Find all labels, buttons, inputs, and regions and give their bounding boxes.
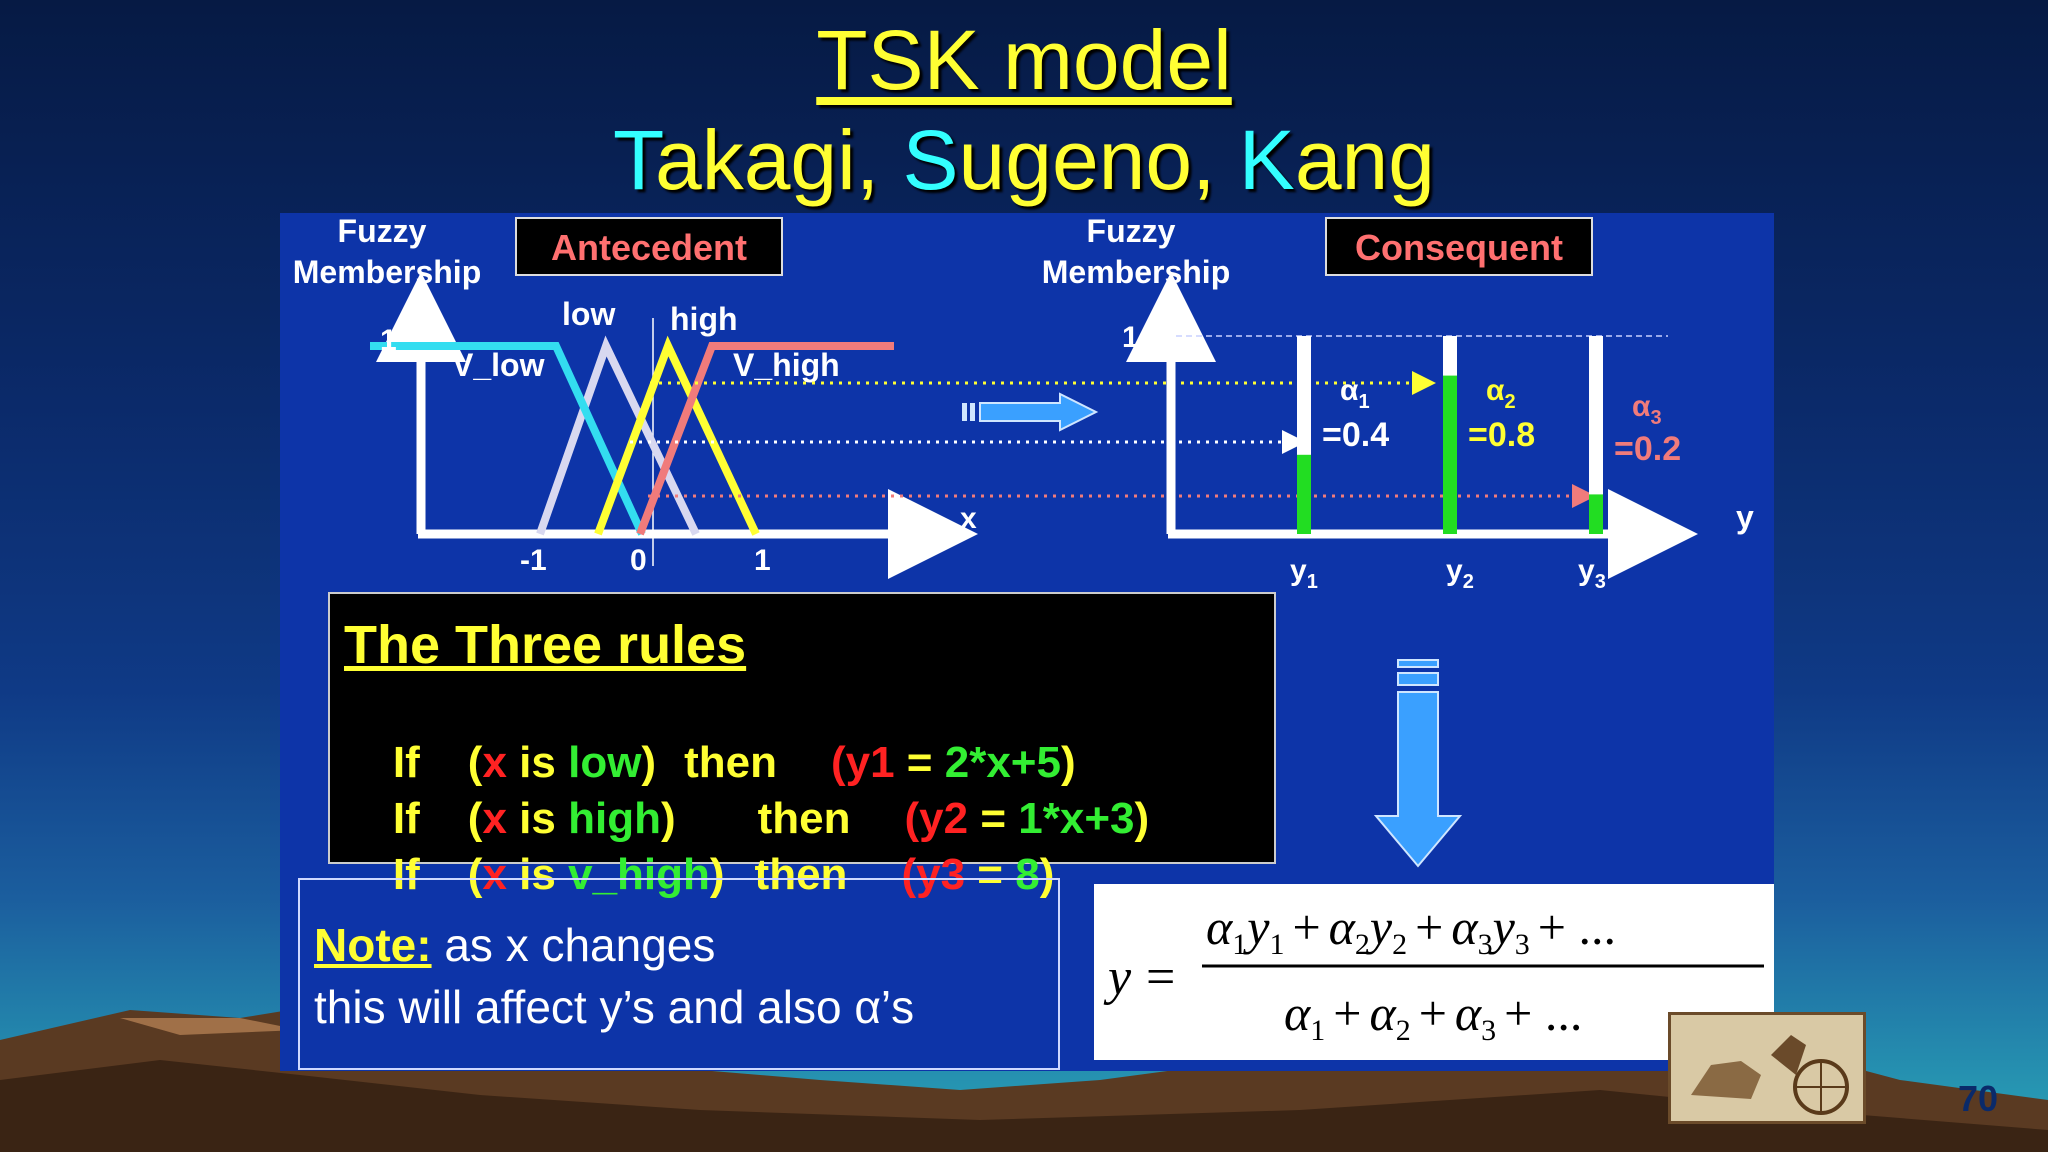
formula-box: y = α1y1+α2y2+α3y3+ ... α1+α2+α3+ ... — [1094, 884, 1774, 1060]
tsk-output-formula: y = α1y1+α2y2+α3y3+ ... α1+α2+α3+ ... — [1103, 899, 1764, 1047]
output-bar-1 — [1297, 454, 1311, 534]
transfer-arrow-right — [962, 392, 1099, 432]
consequent-y-label: y — [1736, 499, 1754, 535]
slide-title: TSK model — [816, 13, 1232, 107]
label-v-low: V_low — [452, 347, 545, 383]
y2-label: y2 — [1446, 554, 1474, 593]
rules-box: The Three rules If(x is low)then(y1 = 2*… — [328, 592, 1276, 899]
subtitle-kang: ang — [1294, 113, 1435, 207]
y3-label: y3 — [1578, 554, 1606, 593]
antecedent-x-label: x — [960, 502, 977, 535]
formula-numerator: α1y1+α2y2+α3y3+ ... — [1206, 899, 1616, 961]
alpha-3-value: =0.2 — [1614, 430, 1681, 468]
x-tick-1: 1 — [754, 544, 771, 577]
note-box: Note: as x changes this will affect y’s … — [298, 878, 1060, 1070]
subtitle-takagi: akagi, — [655, 113, 903, 207]
subtitle-sugeno: ugeno, — [958, 113, 1239, 207]
subtitle-initial-k: K — [1238, 113, 1295, 207]
antecedent-y-label-2: Membership — [293, 254, 481, 290]
label-low: low — [562, 296, 615, 332]
note-line-1: Note: as x changes — [314, 919, 716, 971]
antecedent-label-box — [515, 217, 783, 276]
rules-title: The Three rules — [344, 615, 747, 675]
slide-number: 70 — [1958, 1078, 1999, 1119]
formula-equals: = — [1146, 949, 1175, 1006]
alpha-1-label: α1 — [1340, 374, 1370, 413]
consequent-label: Consequent — [1355, 227, 1563, 268]
mf-v-low — [370, 342, 646, 536]
subtitle-initial-s: S — [902, 113, 959, 207]
consequent-y-label-1: Fuzzy — [1087, 213, 1176, 249]
chariot-illustration — [1668, 1012, 1866, 1124]
mf-high — [594, 335, 760, 536]
x-tick-0: 0 — [630, 544, 647, 577]
alpha-2-value: =0.8 — [1468, 416, 1535, 454]
chariot-icon — [1691, 1035, 1849, 1115]
output-bar-3 — [1589, 494, 1603, 534]
x-tick-minus-1: -1 — [520, 544, 547, 577]
consequent-y-label-2: Membership — [1042, 254, 1230, 290]
label-high: high — [670, 301, 738, 337]
slide-subtitle: Takagi, Sugeno, Kang — [0, 112, 2048, 209]
subtitle-initial-t: T — [613, 113, 655, 207]
antecedent-y-tick-1: 1 — [380, 324, 397, 357]
down-arrow — [1373, 659, 1463, 868]
antecedent-y-label-1: Fuzzy — [338, 213, 427, 249]
alpha-2-label: α2 — [1486, 374, 1516, 413]
alpha-3-label: α3 — [1632, 390, 1662, 429]
alpha-1-value: =0.4 — [1322, 416, 1389, 454]
note-line-2: this will affect y’s and also α’s — [314, 981, 915, 1033]
formula-lhs: y — [1103, 949, 1132, 1006]
formula-denominator: α1+α2+α3+ ... — [1284, 985, 1582, 1047]
mf-v-high — [636, 342, 894, 536]
label-v-high: V_high — [733, 347, 840, 383]
consequent-label-box — [1325, 217, 1593, 276]
rule-2: If(x is high)then(y2 = 1*x+3) — [392, 794, 1150, 843]
output-bar-2 — [1443, 375, 1457, 534]
rule-1: If(x is low)then(y1 = 2*x+5) — [392, 738, 1076, 787]
antecedent-label: Antecedent — [551, 227, 747, 268]
note-label: Note: — [314, 919, 432, 971]
output-pole-3 — [1589, 336, 1603, 534]
rule-3: If(x is v_high)then(y3 = 8) — [392, 850, 1055, 899]
consequent-y-tick-1: 1 — [1122, 321, 1139, 354]
y1-label: y1 — [1290, 554, 1318, 593]
